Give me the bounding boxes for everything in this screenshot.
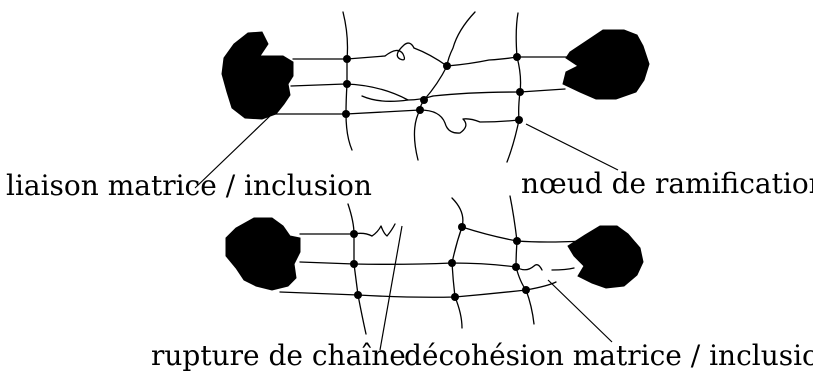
chain-h2-right-top <box>432 88 566 97</box>
crosslink-node <box>458 223 466 231</box>
right-inclusion-top <box>562 29 650 100</box>
chain-h2-bottom <box>299 261 517 268</box>
chain-h3-bottom <box>279 281 557 298</box>
crosslink-node <box>451 293 459 301</box>
leader-decohesion <box>547 279 613 343</box>
intact-network <box>221 11 650 163</box>
crosslink-node <box>350 230 358 238</box>
chain-h1-top <box>292 55 386 60</box>
chain-h2-break-curl <box>515 264 543 271</box>
chain-v3-bottom <box>509 195 535 325</box>
left-inclusion-bottom <box>225 217 301 291</box>
leader-branching <box>525 123 619 171</box>
chain-h1-loop-top <box>384 42 415 61</box>
chain-h1-broken-end <box>371 223 396 237</box>
label-matrix-inclusion-bond: liaison matrice / inclusion <box>6 169 372 202</box>
crosslink-node <box>354 291 362 299</box>
crosslink-node <box>512 263 520 271</box>
chain-h2-right-end <box>551 267 575 271</box>
crosslink-node <box>443 62 451 70</box>
crosslink-node <box>522 286 530 294</box>
crosslink-node <box>515 116 523 124</box>
crosslink-node <box>343 80 351 88</box>
crosslink-node <box>416 106 424 114</box>
chain-v2-top <box>413 11 476 161</box>
chain-h1-right-top <box>413 47 571 67</box>
left-inclusion-top <box>221 31 294 120</box>
chain-v3-top <box>506 12 522 163</box>
label-matrix-inclusion-decohesion: décohésion matrice / inclusion <box>404 339 813 372</box>
crosslink-node <box>513 237 521 245</box>
crosslink-node <box>516 88 524 96</box>
chain-h3-squiggle-top <box>419 109 520 134</box>
chain-h1-right-bottom <box>461 226 583 243</box>
chain-h1-bottom <box>299 232 373 237</box>
label-branching-node: nœud de ramification <box>521 167 813 200</box>
right-inclusion-bottom <box>567 225 644 289</box>
crosslink-node <box>448 259 456 267</box>
chain-v1-bottom <box>347 203 367 335</box>
crosslink-node <box>513 53 521 61</box>
damaged-network <box>225 195 644 335</box>
crosslink-node <box>420 96 428 104</box>
crosslink-node <box>342 110 350 118</box>
leader-bond <box>194 115 271 189</box>
crosslink-node <box>343 55 351 63</box>
label-chain-rupture: rupture de chaîne <box>151 339 406 372</box>
chain-v1-top <box>342 11 353 151</box>
crosslink-node <box>350 260 358 268</box>
leader-rupture <box>379 225 403 351</box>
